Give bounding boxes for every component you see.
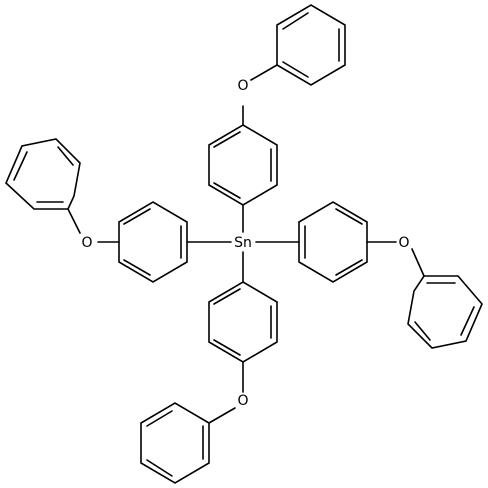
right-o-to-phenyl-bond xyxy=(411,248,425,277)
tin-bonds xyxy=(186,204,300,283)
top-oxygen-label: O xyxy=(237,78,248,94)
left-terminal-inner-double-bonds xyxy=(13,146,74,203)
left-oxygen-label: O xyxy=(81,235,92,251)
top-o-to-phenyl-bond xyxy=(250,64,278,81)
right-phenoxyphenyl-arm xyxy=(298,201,483,349)
left-phenyl-inner-double-bonds xyxy=(123,208,182,276)
bottom-terminal-phenyl-ring xyxy=(140,402,210,484)
left-terminal-phenyl-ring xyxy=(5,138,81,210)
left-phenyl-ring xyxy=(118,201,188,283)
top-phenoxyphenyl-arm xyxy=(208,4,346,206)
right-terminal-phenyl-ring xyxy=(407,275,483,349)
top-phenyl-ring xyxy=(208,124,278,206)
bottom-o-to-phenyl-bond xyxy=(208,407,236,424)
tin-atom-label: Sn xyxy=(234,235,252,251)
right-phenyl-inner-double-bonds xyxy=(304,208,363,276)
left-o-to-phenyl-bond xyxy=(67,208,81,234)
top-terminal-phenyl-ring xyxy=(276,4,346,86)
left-phenoxyphenyl-arm xyxy=(5,138,188,283)
bottom-phenoxyphenyl-arm xyxy=(140,281,278,484)
right-phenyl-ring xyxy=(298,201,368,283)
right-oxygen-label: O xyxy=(398,235,409,251)
bottom-phenyl-inner-double-bonds xyxy=(213,288,272,356)
top-phenyl-inner-double-bonds xyxy=(213,131,272,199)
bottom-terminal-inner-double-bonds xyxy=(146,410,204,477)
right-terminal-inner-double-bonds xyxy=(414,282,475,341)
bottom-phenyl-ring xyxy=(208,281,278,363)
top-terminal-inner-double-bonds xyxy=(282,12,340,78)
bottom-oxygen-label: O xyxy=(237,393,248,409)
